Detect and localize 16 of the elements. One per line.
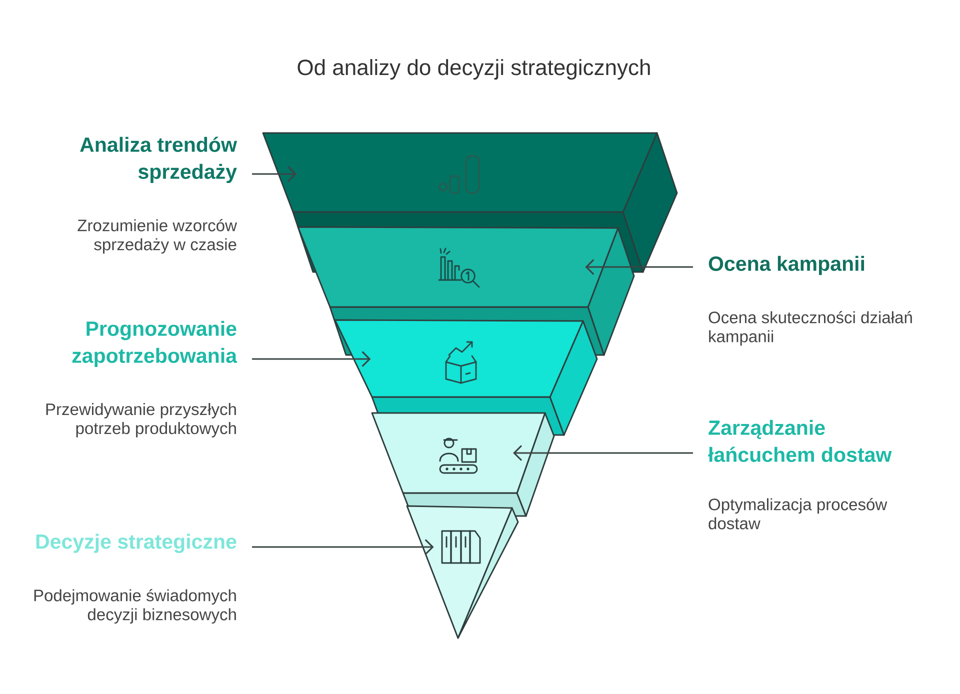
step-description: Podejmowanie świadomych decyzji biznesowych — [34, 589, 236, 624]
arrow — [252, 539, 434, 555]
arrow — [513, 445, 693, 461]
step-title: Decyzje strategiczne — [36, 534, 236, 553]
arrow — [252, 351, 371, 367]
step-description: Ocena skuteczności działań kampanii — [708, 311, 912, 346]
step-description: Zrozumienie wzorców sprzedaży w czasie — [78, 219, 237, 254]
arrow — [585, 259, 693, 275]
step-title: Ocena kampanii — [708, 256, 864, 275]
step-title: Zarządzanie łańcuchem dostaw — [708, 420, 892, 462]
step-title: Analiza trendów sprzedaży — [80, 136, 238, 183]
step-description: Przewidywanie przyszłych potrzeb produktowych — [46, 403, 236, 438]
title: Od analizy do decyzji strategicznych — [298, 59, 650, 80]
step-description: Optymalizacja procesów dostaw — [708, 498, 888, 530]
arrow — [252, 166, 297, 182]
step-title: Prognozowanie zapotrzebowania — [72, 320, 238, 368]
